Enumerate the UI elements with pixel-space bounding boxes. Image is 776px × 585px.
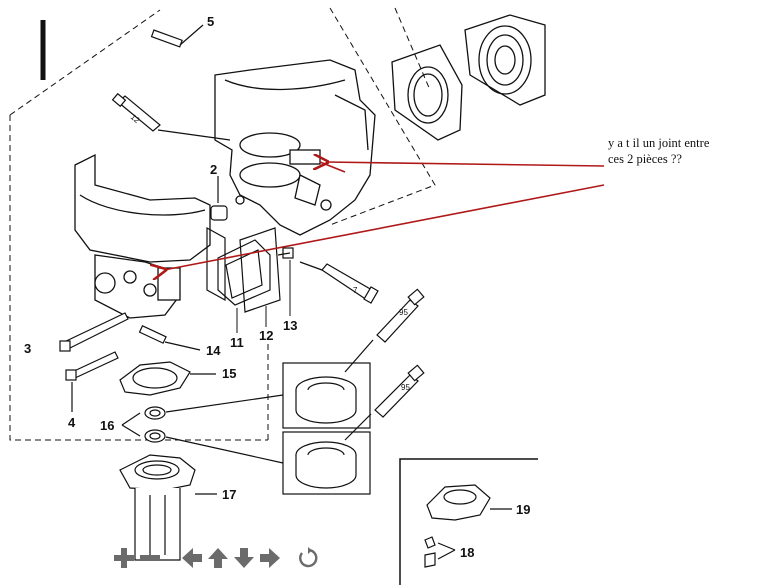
seals-16 bbox=[121, 394, 284, 464]
rotate-icon[interactable] bbox=[296, 546, 320, 570]
viewer-toolbar bbox=[110, 546, 330, 576]
dowel-pin-5 bbox=[150, 24, 204, 48]
annotation-arrows bbox=[164, 161, 605, 270]
question-annotation: y a t il un joint entre ces 2 pièces ?? bbox=[608, 135, 776, 167]
part-number-5: 5 bbox=[207, 14, 214, 29]
part-number-17: 17 bbox=[222, 487, 236, 502]
crankcase-housing bbox=[214, 59, 376, 236]
part-number-12: 12 bbox=[259, 328, 273, 343]
part-number-3: 3 bbox=[24, 341, 31, 356]
tube-label-7: 7 bbox=[353, 286, 358, 295]
minus-icon[interactable] bbox=[138, 546, 162, 570]
part-number-13: 13 bbox=[283, 318, 297, 333]
plate-parts bbox=[206, 226, 294, 313]
part-number-16: 16 bbox=[100, 418, 114, 433]
part-number-4: 4 bbox=[68, 415, 76, 430]
tube-label-95-b: 95 bbox=[401, 383, 410, 392]
sealant-tube-95-a bbox=[344, 288, 425, 373]
plus-icon[interactable] bbox=[112, 546, 136, 570]
part-numbers: 5 2 3 4 11 12 13 14 15 16 17 18 19 bbox=[24, 14, 530, 560]
pin-14 bbox=[138, 324, 201, 351]
dashed-assembly-outline bbox=[9, 7, 436, 441]
arrow-down-icon[interactable] bbox=[232, 546, 256, 570]
part-number-14: 14 bbox=[206, 343, 221, 358]
sealant-tube-12 bbox=[111, 92, 231, 141]
gasket-and-seal bbox=[391, 14, 546, 141]
part-number-15: 15 bbox=[222, 366, 236, 381]
seal-detail-boxes bbox=[282, 362, 371, 495]
part-number-11: 11 bbox=[230, 335, 244, 350]
arrow-left-icon[interactable] bbox=[180, 546, 204, 570]
bolts bbox=[59, 312, 129, 412]
annotation-line-1: y a t il un joint entre bbox=[608, 136, 710, 150]
inset-box bbox=[399, 458, 538, 585]
arrow-up-icon[interactable] bbox=[206, 546, 230, 570]
lower-casing bbox=[74, 153, 211, 319]
arrow-to-crankcase bbox=[326, 162, 605, 166]
arrow-tick bbox=[319, 161, 346, 173]
arrow-to-lower-casing bbox=[164, 184, 605, 270]
tube-label-95-a: 95 bbox=[399, 308, 408, 317]
sealant-tube-7 bbox=[299, 261, 379, 304]
part-number-2: 2 bbox=[210, 162, 217, 177]
leader-lines bbox=[236, 260, 291, 333]
arrow-right-icon[interactable] bbox=[258, 546, 282, 570]
gasket-15 bbox=[119, 361, 216, 396]
bushing-2 bbox=[210, 176, 228, 221]
part-number-18: 18 bbox=[460, 545, 474, 560]
housing-17 bbox=[119, 454, 217, 561]
sealant-tube-95-b bbox=[344, 364, 425, 441]
annotation-line-2: ces 2 pièces ?? bbox=[608, 152, 682, 166]
part-number-19: 19 bbox=[516, 502, 530, 517]
